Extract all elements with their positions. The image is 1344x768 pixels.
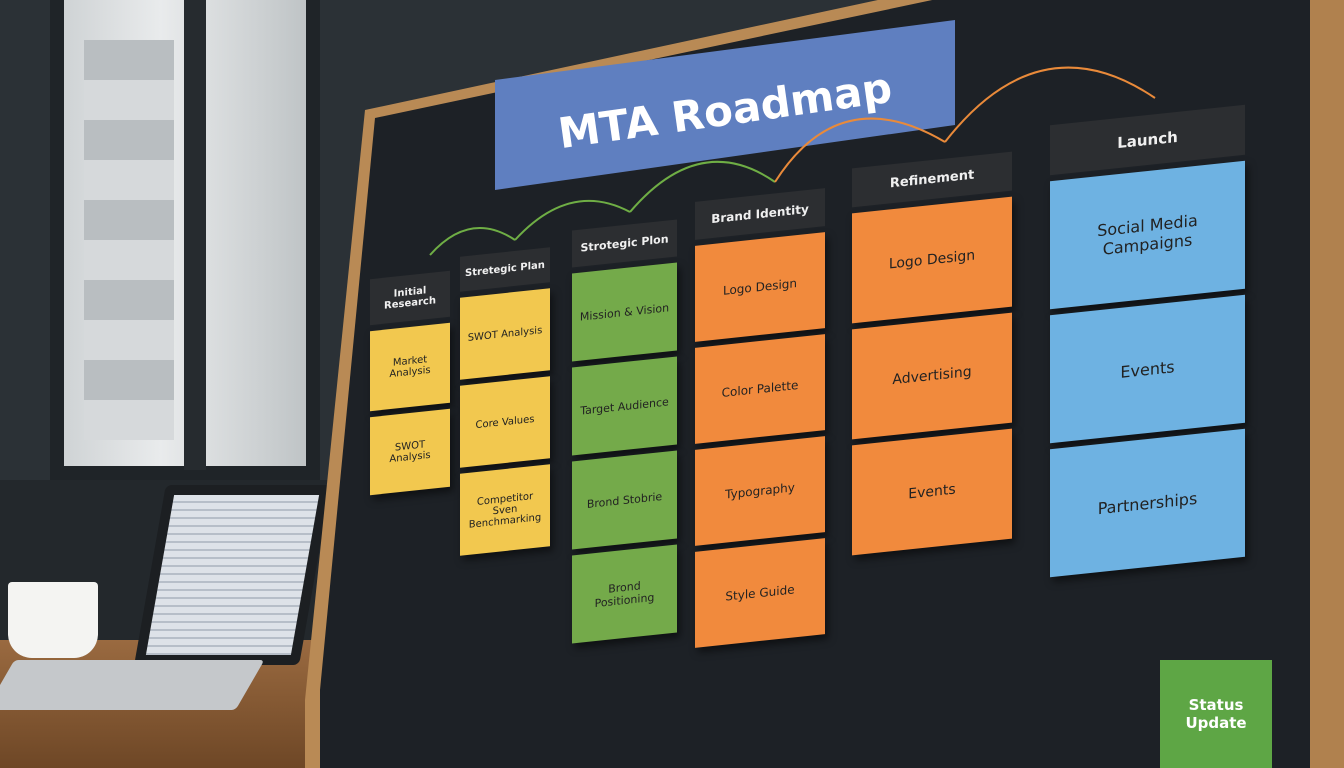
- sticky-note: Style Guide: [695, 538, 825, 648]
- sticky-note: Market Analysis: [370, 322, 450, 412]
- column-header: Strotegic Plon: [572, 219, 677, 268]
- building: [84, 40, 174, 440]
- sticky-note: Logo Design: [695, 232, 825, 342]
- column-strategic-plan-2: Strotegic Plon Mission & Vision Target A…: [572, 219, 677, 644]
- sticky-note: Events: [1050, 294, 1245, 444]
- column-initial-research: Initial Research Market Analysis SWOT An…: [370, 270, 450, 496]
- sticky-note: Logo Design: [852, 196, 1012, 324]
- window-frame: [184, 0, 206, 470]
- coffee-cup: [8, 582, 98, 658]
- sticky-note: Social Media Campaigns: [1050, 160, 1245, 310]
- sticky-note: Typography: [695, 436, 825, 546]
- window: [50, 0, 320, 480]
- sticky-note: Brond Positioning: [572, 544, 677, 644]
- column-header: Initial Research: [370, 270, 450, 326]
- sticky-note: Target Audience: [572, 356, 677, 456]
- column-refinement: Refinement Logo Design Advertising Event…: [852, 151, 1012, 556]
- sticky-note: Advertising: [852, 312, 1012, 440]
- arrow: [629, 160, 776, 213]
- cork-edge: [1310, 0, 1344, 768]
- sticky-note: Competitor Sven Benchmarking: [460, 464, 550, 556]
- sticky-note: Core Values: [460, 376, 550, 468]
- column-strategic-plan-1: Stretegic Plan SWOT Analysis Core Values…: [460, 247, 550, 556]
- sticky-note: Mission & Vision: [572, 262, 677, 362]
- status-update-note: Status Update: [1160, 660, 1272, 768]
- arrow: [944, 66, 1156, 143]
- sticky-note: Color Palette: [695, 334, 825, 444]
- column-header: Stretegic Plan: [460, 247, 550, 292]
- sticky-note: Events: [852, 428, 1012, 556]
- column-header: Brand Identity: [695, 188, 825, 240]
- arrow: [774, 117, 946, 183]
- sticky-note: SWOT Analysis: [460, 288, 550, 380]
- sticky-note: Brond Stobrie: [572, 450, 677, 550]
- arrow: [429, 227, 516, 256]
- sticky-note: Partnerships: [1050, 428, 1245, 578]
- sticky-note: SWOT Analysis: [370, 408, 450, 496]
- column-brand-identity: Brand Identity Logo Design Color Palette…: [695, 188, 825, 648]
- column-launch: Launch Social Media Campaigns Events Par…: [1050, 104, 1245, 578]
- arrow: [514, 199, 631, 241]
